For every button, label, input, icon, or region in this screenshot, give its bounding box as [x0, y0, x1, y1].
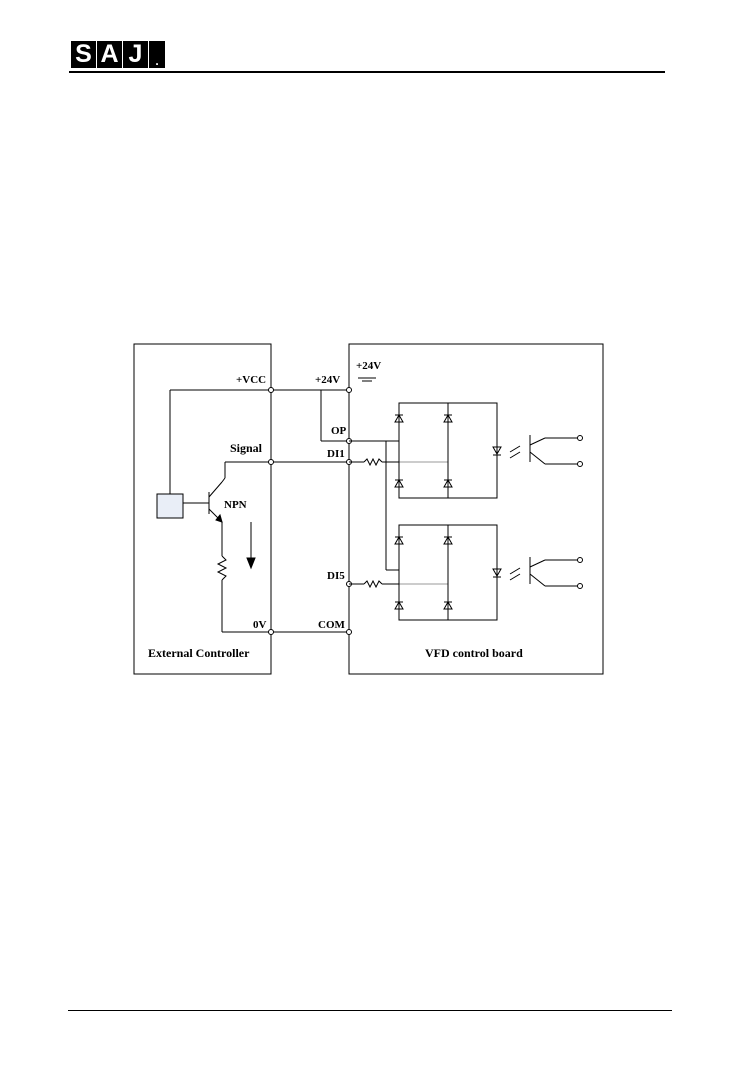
- terminal-vcc: [269, 388, 274, 393]
- label-di5: DI5: [327, 570, 345, 582]
- label-op: OP: [331, 425, 347, 437]
- phototransistor-di5: [530, 557, 583, 589]
- npn-transistor: [183, 478, 225, 522]
- label-di1: DI1: [327, 448, 345, 460]
- signal-line: [225, 462, 349, 478]
- label-signal: Signal: [230, 441, 263, 455]
- label-24v: +24V: [315, 374, 340, 386]
- footer-divider: [68, 1010, 672, 1011]
- label-supply-24v: +24V: [356, 360, 381, 372]
- supply-24v-symbol: [349, 378, 376, 390]
- rectifier-block-di1: [395, 403, 520, 498]
- label-vcc: +VCC: [236, 374, 266, 386]
- label-com: COM: [318, 619, 346, 631]
- terminal-0v: [269, 630, 274, 635]
- controller-block: [157, 494, 183, 518]
- label-vfd-control-board: VFD control board: [425, 646, 523, 660]
- label-external-controller: External Controller: [148, 646, 250, 660]
- terminal-signal: [269, 460, 274, 465]
- rectifier-block-di5: [395, 525, 520, 620]
- current-arrow-icon: [247, 522, 255, 568]
- label-0v: 0V: [253, 619, 267, 631]
- light-emission-icon: [510, 568, 520, 580]
- external-controller-panel: [134, 344, 271, 674]
- terminal-24v: [347, 388, 352, 393]
- light-emission-icon: [510, 446, 520, 458]
- label-npn: NPN: [224, 499, 247, 511]
- led-icon: [493, 567, 501, 580]
- led-icon: [493, 445, 501, 458]
- phototransistor-di1: [530, 435, 583, 467]
- terminal-com: [347, 630, 352, 635]
- vfd-control-board-panel: [349, 344, 603, 674]
